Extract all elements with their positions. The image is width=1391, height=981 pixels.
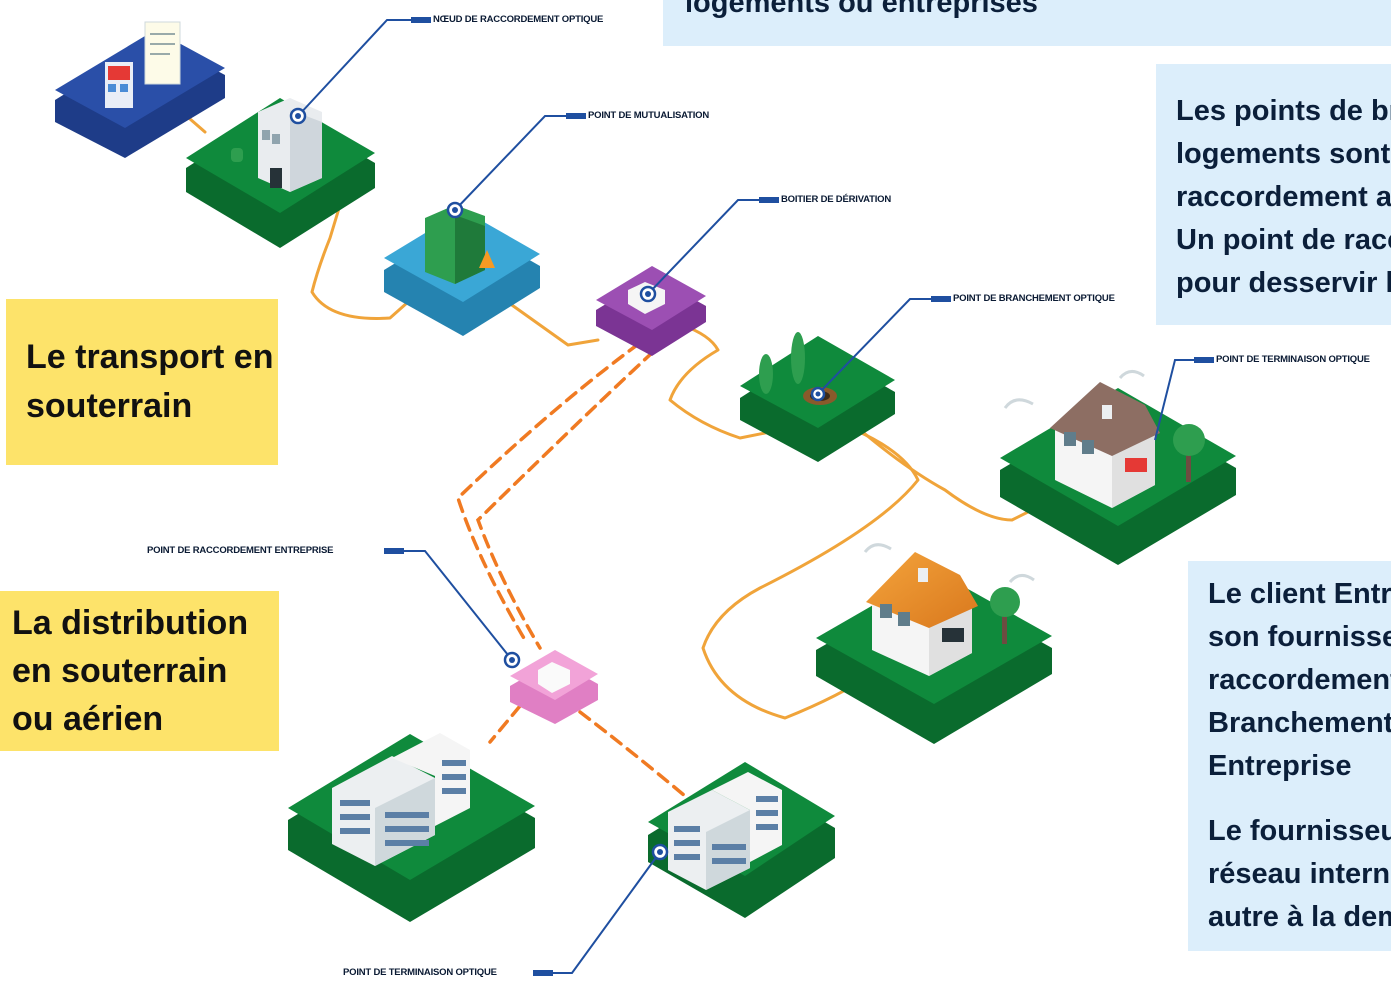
fournisseur-line-3: autre à la dem	[1208, 901, 1391, 933]
tile-house-1	[1000, 370, 1236, 565]
cable-boitier-to-pbo	[668, 323, 772, 440]
label-boitier-derivation: BOITIER DE DÉRIVATION	[781, 194, 891, 205]
client-info-box: Le client Entre son fournisseu raccordem…	[1188, 561, 1391, 951]
cable-pbo-to-house1	[856, 426, 1044, 522]
branchement-line-5: pour desservir le	[1176, 267, 1391, 299]
top-info-text: logements ou entreprises	[685, 0, 1038, 19]
pointer-raccordement-entreprise	[384, 550, 513, 661]
cable-nro-to-pm	[310, 203, 410, 320]
tile-pbo	[740, 332, 895, 462]
branchement-line-3: raccordement au	[1176, 181, 1391, 213]
dashed-cables	[455, 330, 687, 798]
branchement-line-1: Les points de bra	[1176, 95, 1391, 127]
distribution-box: La distribution en souterrain ou aérien	[0, 591, 279, 751]
branchement-info-box: Les points de bra logements sont i racco…	[1156, 64, 1391, 325]
top-info-box: logements ou entreprises	[663, 0, 1391, 46]
label-point-raccordement-entreprise: POINT DE RACCORDEMENT ENTREPRISE	[147, 545, 334, 556]
fournisseur-line-2: réseau interne	[1208, 858, 1391, 890]
distribution-line-1: La distribution	[12, 604, 249, 642]
client-line-5: Entreprise	[1208, 750, 1352, 782]
tile-point-mutualisation	[384, 205, 540, 336]
pointer-terminaison-bottom	[533, 851, 661, 974]
dashed-cable-to-bldg-left	[488, 704, 522, 744]
pointer-markers	[289, 107, 826, 861]
tile-buildings-left	[288, 733, 535, 922]
label-noeud-raccordement-optique: NŒUD DE RACCORDEMENT OPTIQUE	[433, 14, 604, 25]
dashed-cable-2	[475, 336, 670, 650]
tile-nro	[186, 98, 375, 248]
cable-pm-to-boitier	[500, 296, 600, 347]
pointer-mutualisation	[454, 115, 585, 211]
tile-boitier-derivation	[596, 266, 706, 356]
client-line-3: raccordement	[1208, 664, 1391, 696]
pointer-noeud	[297, 19, 430, 117]
fournisseur-line-1: Le fournisseur	[1208, 815, 1391, 847]
dashed-cable-1	[455, 330, 657, 642]
tile-buildings-right	[648, 762, 835, 918]
tile-house-2	[816, 543, 1052, 744]
label-point-mutualisation: POINT DE MUTUALISATION	[588, 110, 710, 121]
pointer-end-bars	[384, 17, 1214, 976]
label-point-terminaison-optique-top: POINT DE TERMINAISON OPTIQUE	[1216, 354, 1370, 365]
transport-line-2: souterrain	[26, 387, 193, 425]
dashed-cable-to-bldg-right	[578, 710, 687, 798]
cable-pbo-to-house2	[701, 428, 920, 720]
distribution-line-2: en souterrain	[12, 652, 228, 690]
client-line-4: Branchement	[1208, 707, 1391, 739]
label-point-branchement-optique: POINT DE BRANCHEMENT OPTIQUE	[953, 293, 1115, 304]
transport-box: Le transport en souterrain	[6, 299, 278, 465]
client-line-1: Le client Entre	[1208, 578, 1391, 610]
branchement-line-2: logements sont i	[1176, 138, 1391, 170]
tile-pink-raccordement	[510, 650, 598, 724]
label-point-terminaison-optique-bottom: POINT DE TERMINAISON OPTIQUE	[343, 967, 497, 978]
tile-blue-commerce	[55, 21, 225, 158]
branchement-line-4: Un point de racc	[1176, 224, 1391, 256]
distribution-line-3: ou aérien	[12, 700, 164, 738]
transport-line-1: Le transport en	[26, 338, 274, 376]
client-line-2: son fournisseu	[1208, 621, 1391, 653]
